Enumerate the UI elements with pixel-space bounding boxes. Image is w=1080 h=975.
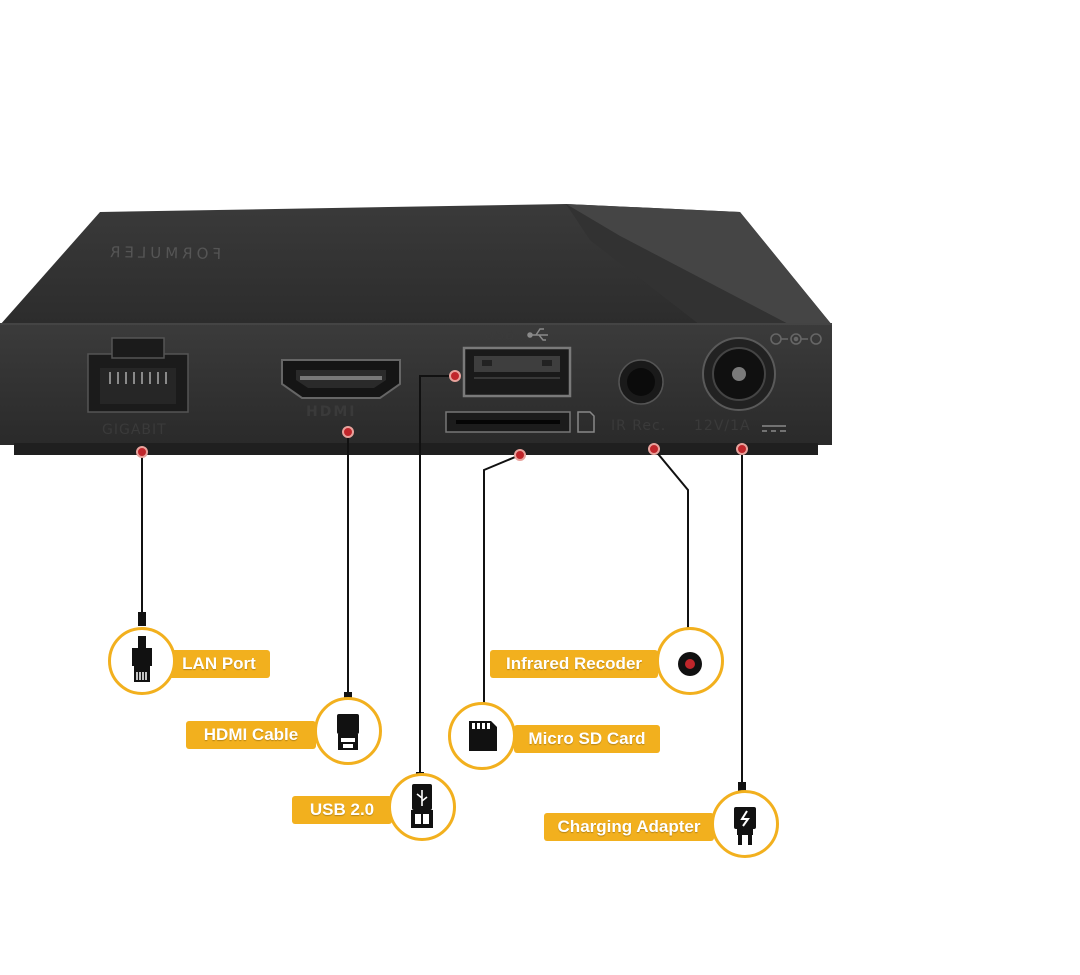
callout-usb-circle bbox=[388, 773, 456, 841]
micro-sd-icon bbox=[469, 721, 497, 751]
sd-card-slot bbox=[445, 411, 595, 433]
cable-heads bbox=[138, 612, 746, 796]
callout-hdmi-circle bbox=[314, 697, 382, 765]
callout-pins bbox=[136, 370, 748, 461]
hdmi-plug-icon bbox=[337, 714, 359, 750]
callout-lan-label: LAN Port bbox=[168, 650, 270, 678]
ir-receiver bbox=[618, 359, 664, 405]
callout-sd-label: Micro SD Card bbox=[514, 725, 660, 753]
label-hdmi: HDMI bbox=[306, 404, 357, 420]
callout-sd-circle bbox=[448, 702, 516, 770]
label-gigabit: GIGABIT bbox=[102, 422, 167, 438]
label-usb: USB bbox=[484, 327, 516, 343]
callout-ir-label: Infrared Recoder bbox=[490, 650, 658, 678]
callout-power-circle bbox=[711, 790, 779, 858]
leader-lines bbox=[141, 375, 743, 790]
device-top-facet bbox=[566, 204, 832, 325]
usb-symbol-icon bbox=[527, 328, 548, 341]
label-ir-rec: IR Rec. bbox=[611, 418, 667, 434]
callout-usb-label: USB 2.0 bbox=[292, 796, 392, 824]
hdmi-port bbox=[281, 359, 401, 399]
callout-hdmi-label: HDMI Cable bbox=[186, 721, 316, 749]
usb-plug-icon bbox=[411, 784, 433, 828]
callout-lan-circle bbox=[108, 627, 176, 695]
ir-sensor-icon bbox=[678, 652, 702, 676]
ethernet-plug-icon bbox=[132, 636, 152, 682]
power-jack bbox=[702, 333, 822, 411]
power-plug-icon bbox=[734, 807, 756, 845]
callout-ir-circle bbox=[656, 627, 724, 695]
brand-logo: FORMULER bbox=[105, 242, 222, 264]
callout-power-label: Charging Adapter bbox=[544, 813, 714, 841]
ethernet-port bbox=[87, 337, 189, 413]
usb-port bbox=[462, 346, 572, 398]
dc-symbol-icon bbox=[762, 425, 786, 432]
label-power: 12V/1A bbox=[694, 418, 751, 434]
